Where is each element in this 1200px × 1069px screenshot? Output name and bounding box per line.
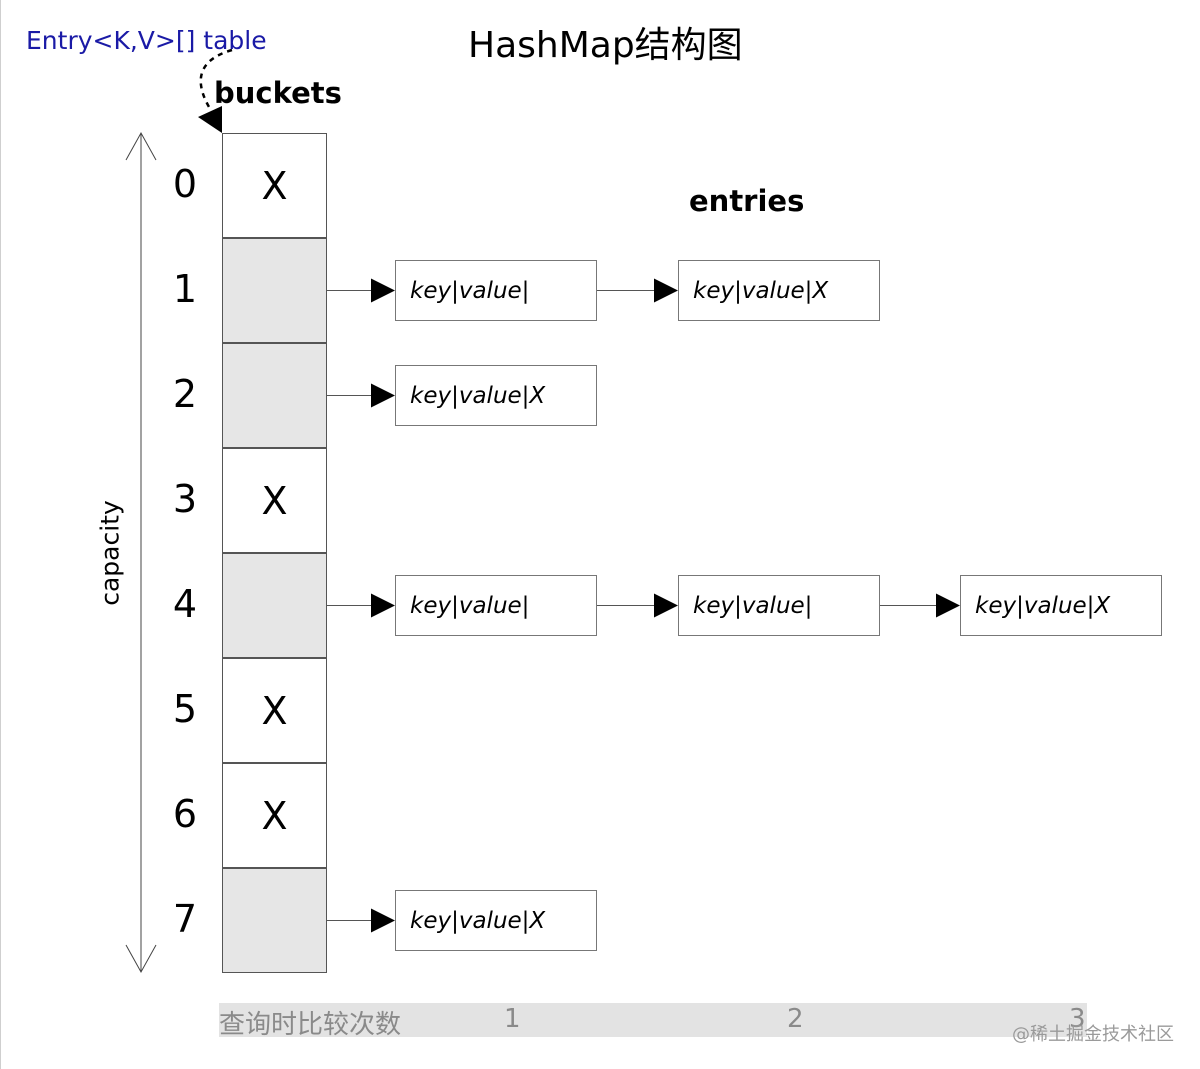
table-pointer-arrowhead xyxy=(198,106,222,133)
entry-separator: | xyxy=(521,277,530,304)
entry-node: key | value | xyxy=(395,260,597,321)
null-mark: X xyxy=(261,163,288,208)
watermark: @稀土掘金技术社区 xyxy=(1012,1024,1174,1045)
entry-separator: | xyxy=(804,277,813,304)
entry-separator: | xyxy=(804,592,813,619)
entry-value: value xyxy=(458,592,522,619)
bucket-cell-4 xyxy=(222,553,327,658)
entry-key: key xyxy=(693,592,735,619)
entry-next-null: X xyxy=(529,907,546,934)
query-count-label: 查询时比较次数 xyxy=(219,1010,402,1040)
bucket-index-5: 5 xyxy=(172,686,198,731)
buckets-label: buckets xyxy=(214,76,342,110)
entry-separator: | xyxy=(521,907,530,934)
bucket-index-3: 3 xyxy=(172,476,198,521)
bucket-cell-7 xyxy=(222,868,327,973)
entry-value: value xyxy=(741,592,805,619)
entry-key: key xyxy=(410,277,452,304)
capacity-arrow-top xyxy=(125,131,157,161)
link-arrowhead xyxy=(371,278,395,303)
entry-separator: | xyxy=(451,907,459,934)
diagram-title: HashMap结构图 xyxy=(468,25,743,66)
bucket-index-6: 6 xyxy=(172,791,198,836)
entry-separator: | xyxy=(451,592,459,619)
entry-node: key | value | X xyxy=(960,575,1162,636)
entry-value: value xyxy=(1023,592,1087,619)
null-mark: X xyxy=(261,478,288,523)
entry-key: key xyxy=(410,907,452,934)
link-arrowhead xyxy=(936,593,960,618)
entry-value: value xyxy=(458,277,522,304)
bucket-cell-6: X xyxy=(222,763,327,868)
entry-next-null: X xyxy=(529,382,546,409)
bucket-index-0: 0 xyxy=(172,161,198,206)
table-label: Entry<K,V>[] table xyxy=(26,26,267,55)
entry-separator: | xyxy=(1086,592,1095,619)
null-mark: X xyxy=(261,793,288,838)
entry-value: value xyxy=(458,907,522,934)
entry-key: key xyxy=(410,592,452,619)
query-count-2: 2 xyxy=(787,1004,804,1034)
bucket-index-7: 7 xyxy=(172,896,198,941)
entry-separator: | xyxy=(451,277,459,304)
link-arrowhead xyxy=(371,908,395,933)
bucket-index-1: 1 xyxy=(172,266,198,311)
entry-separator: | xyxy=(521,592,530,619)
entry-separator: | xyxy=(521,382,530,409)
table-pointer-curve xyxy=(199,48,233,113)
entry-value: value xyxy=(741,277,805,304)
entries-label: entries xyxy=(689,184,805,218)
entry-value: value xyxy=(458,382,522,409)
entry-node: key | value | xyxy=(395,575,597,636)
bucket-index-4: 4 xyxy=(172,581,198,626)
entry-node: key | value | xyxy=(678,575,880,636)
left-border-line xyxy=(0,0,1,1069)
query-count-3: 3 xyxy=(1069,1004,1086,1034)
entry-key: key xyxy=(693,277,735,304)
entry-key: key xyxy=(975,592,1017,619)
link-arrowhead xyxy=(371,383,395,408)
capacity-arrow-bottom xyxy=(125,944,157,974)
bucket-cell-1 xyxy=(222,238,327,343)
query-count-1: 1 xyxy=(504,1004,521,1034)
entry-node: key | value | X xyxy=(395,890,597,951)
entry-separator: | xyxy=(734,592,742,619)
bucket-cell-0: X xyxy=(222,133,327,238)
bucket-cell-3: X xyxy=(222,448,327,553)
bucket-cell-2 xyxy=(222,343,327,448)
entry-next-null: X xyxy=(812,277,829,304)
null-mark: X xyxy=(261,688,288,733)
entry-separator: | xyxy=(451,382,459,409)
bucket-cell-5: X xyxy=(222,658,327,763)
entry-next-null: X xyxy=(1094,592,1111,619)
entry-node: key | value | X xyxy=(678,260,880,321)
entry-separator: | xyxy=(734,277,742,304)
query-count-bar xyxy=(219,1003,1087,1037)
link-arrowhead xyxy=(654,593,678,618)
entry-key: key xyxy=(410,382,452,409)
link-arrowhead xyxy=(654,278,678,303)
link-arrowhead xyxy=(371,593,395,618)
entry-node: key | value | X xyxy=(395,365,597,426)
entry-separator: | xyxy=(1016,592,1024,619)
bucket-index-2: 2 xyxy=(172,371,198,416)
